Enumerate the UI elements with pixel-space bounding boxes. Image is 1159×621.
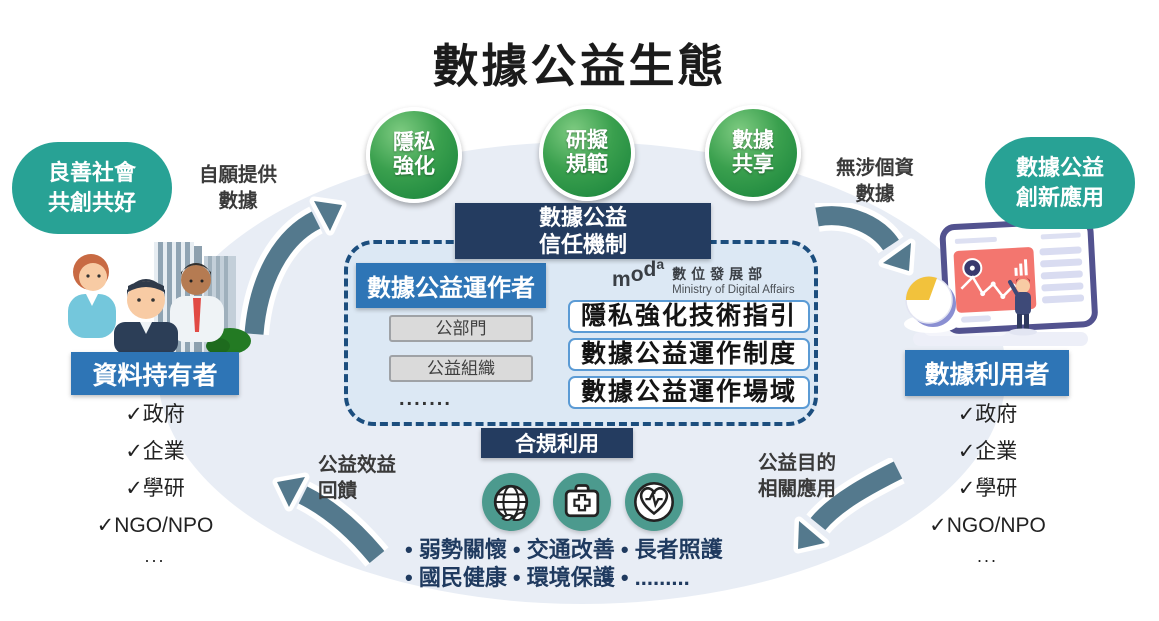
heart-pulse-icon [625,473,683,531]
pill-line: 數據公益 [1015,155,1104,180]
data-holders-illustration [68,242,251,354]
member-item: ✓企業 [125,440,185,463]
right-goal-pill: 數據公益 創新應用 [985,137,1135,229]
flow-label-line: 公益效益 [318,454,397,476]
operator-label: 數據公益運作者 [356,263,546,308]
globe-eco-icon [482,473,540,531]
member-item: ✓政府 [957,403,1018,426]
moda-name-zh: 數位發展部 [672,266,768,282]
flow-label-line: 數據 [855,183,895,205]
pillar-label-line: 規範 [566,153,608,176]
data-users-illustration [904,220,1098,346]
moda-wordmark: m o d a [612,256,664,290]
flow-label-benefit-feedback: 公益效益 回饋 [318,452,438,504]
flow-label-line: 無涉個資 [835,157,914,179]
pillar-label-line: 共享 [732,153,774,176]
member-item: ✓政府 [125,403,185,426]
pill-line: 共創共好 [47,190,136,215]
flow-label-public-purpose: 公益目的 相關應用 [758,450,878,502]
data-users-label: 數據利用者 [905,350,1069,396]
moda-name-en: Ministry of Digital Affairs [672,284,795,296]
page-title: 數據公益生態 [432,40,727,92]
arrow-benefit-feedback [272,472,389,567]
member-item: ✓學研 [125,477,185,500]
member-item-ellipsis: ... [144,546,166,566]
operator-item-charity-org: 公益組織 [389,355,533,382]
application-line: • 國民健康 • 環境保護 • ......... [405,565,690,590]
moda-letter: a [656,256,665,272]
flow-label-provide-data: 自願提供 數據 [178,162,298,214]
moda-letter: d [643,258,657,281]
member-item: ✓學研 [957,477,1018,500]
pillar-data-sharing: 數據 共享 [705,105,801,201]
compliance-banner: 合規利用 [481,428,633,458]
first-aid-icon [553,473,611,531]
data-holders-member-list: ✓政府 ✓企業 ✓學研 ✓NGO/NPO ... [45,396,265,568]
pillar-draft-rules: 研擬 規範 [539,105,635,201]
pillar-label-line: 隱私 [393,131,435,154]
first-aid-icon [564,484,600,518]
moda-logo: m o d a 數位發展部 Ministry of Digital Affair… [612,256,795,296]
left-goal-pill: 良善社會 共創共好 [12,142,172,234]
mechanism-operation-field: 數據公益運作場域 [568,376,810,409]
operator-item-public-sector: 公部門 [389,315,533,342]
member-item: ✓企業 [957,440,1018,463]
flow-label-line: 回饋 [318,480,358,502]
trust-mechanism-banner: 數據公益 信任機制 [455,203,711,259]
data-holders-label: 資料持有者 [71,352,239,395]
data-users-member-list: ✓政府 ✓企業 ✓學研 ✓NGO/NPO ... [880,396,1095,568]
flow-label-line: 自願提供 [198,164,277,186]
member-item: ✓NGO/NPO [96,514,214,537]
pillar-privacy-enhancement: 隱私 強化 [366,107,462,203]
pillar-label-line: 數據 [732,129,774,152]
arrow-deidentified-data [814,203,916,276]
moda-names: 數位發展部 Ministry of Digital Affairs [672,262,795,296]
banner-line: 信任機制 [538,232,627,257]
pillar-label-line: 強化 [393,155,435,178]
mechanism-privacy-tech-guideline: 隱私強化技術指引 [568,300,810,333]
globe-eco-icon [493,484,529,522]
member-item: ✓NGO/NPO [929,514,1046,537]
pillar-label-line: 研擬 [566,129,608,152]
flow-label-line: 相關應用 [758,478,837,500]
arrow-public-application [793,458,905,554]
member-item-ellipsis: ... [976,546,998,566]
mechanism-operation-system: 數據公益運作制度 [568,338,810,371]
operator-item-ellipsis: ....... [399,388,452,410]
moda-letter: m [612,268,631,291]
pill-line: 良善社會 [47,160,136,185]
application-line: • 弱勢關懷 • 交通改善 • 長者照護 [405,537,723,562]
flow-label-line: 公益目的 [758,452,837,474]
moda-letter: o [630,263,644,286]
banner-line: 數據公益 [538,205,627,230]
application-list: • 弱勢關懷 • 交通改善 • 長者照護 • 國民健康 • 環境保護 • ...… [405,536,795,592]
flow-label-line: 數據 [218,190,258,212]
flow-label-deidentified-data: 無涉個資 數據 [820,155,930,207]
arrow-provide-data [239,196,347,336]
pill-line: 創新應用 [1015,185,1104,210]
heart-pulse-icon [634,482,674,522]
